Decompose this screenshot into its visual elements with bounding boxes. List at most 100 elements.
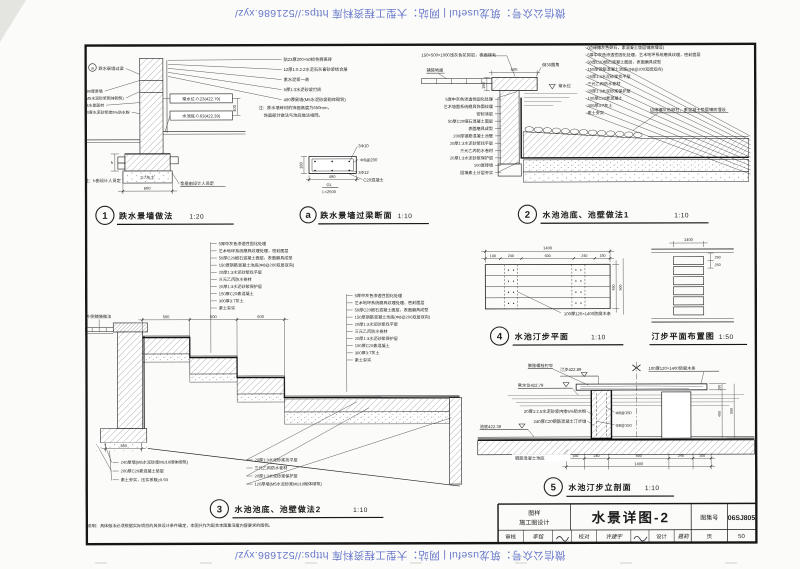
waterproof-membrane [520,97,749,159]
detail-1-scale: 1:20 [189,214,204,221]
rounded-corner-label: 倒30圆角 [542,61,559,68]
detail-4-title: 水池汀步平面 [515,331,569,341]
title-block: 图样 施工图设计 水景详图-2 图集号 06SJ805 审核 李铭 校对 许建宇… [497,502,756,543]
layer-label: 490厚景墙(M5水泥砂浆砌体砌筑) [284,96,347,103]
lintel-ref-mark: a [91,66,94,71]
layer-label: 150厚钢筋混凝土池底(Φ8@200双层双向) [219,261,295,267]
footing-width-dim: 600 [144,186,151,191]
layout-side-dim: 250 [715,263,721,267]
lintel-ref-circle [88,63,97,72]
section-dim: 240 [678,454,684,458]
detail-4-number: 4 [497,332,503,343]
layer-label: 三元乙丙防水卷材 [254,464,287,470]
layer-label: 150厚钢筋混凝土池底(Φ8@200双层双向) [355,313,431,319]
step-dim: 500 [210,314,217,319]
layer-label: 素土夯实 [219,304,235,310]
layer-label: 100厚C20素混凝土 [355,342,390,348]
rebar-top-label: 3Φ10 [358,143,369,148]
layout-total-dim: 1400 [684,237,694,242]
d2-right-layer-stack: (边缘镶灰色卵石，素混凝土垫层铺底埋设)5厚中灰色渗透性固化处理，艺术地坪系统磨… [585,44,751,175]
layer-label: 回填素土分层夯实 [460,169,493,175]
rebar-label: Φ8@150 [615,423,632,428]
review-name: 李铭 [532,534,543,541]
plan-dim: 180 [490,254,496,258]
layer-label: 20厚1:3水泥砂浆找平层 [219,269,262,275]
layer-label: 贴水景面材 [84,103,104,108]
plan-dim: 600 [545,254,551,258]
detail-3-title: 水池池底、池壁做法2 [234,504,321,514]
detail-3-stepped-pool: 外侧铺装做法 500 500 500 360 5厚中灰色渗透性固化处理艺术地坪系… [84,240,463,519]
category-line2: 施工图设计 [519,519,549,527]
layer-label: 50厚C20细石混凝土面层 [448,118,493,124]
detail-1-title: 跌水景墙做法 [119,211,173,221]
detail-2-scale: 1:10 [674,212,689,219]
layer-label: 三元乙丙防水卷材 [219,276,252,282]
layer-label: 20厚1:3水泥砂浆找平层 [254,456,297,462]
layer-label: 20厚1:3水泥砂浆保护层 [254,472,297,478]
layer-label: 5厚1:3水泥砂浆打底 [284,86,323,93]
layer-label: 100厚砖墙 [474,162,493,168]
d2-left-layer-stack: 5厚中灰色渗透性固化处理艺术墙面系统磨具饰面纹理密封涂层50厚C20细石混凝土面… [444,96,502,175]
layer-label: 20厚1:3水泥砂浆保护层 [587,87,630,93]
layer-label: (边缘镶灰色卵石，素混凝土垫层铺底埋设) [587,44,664,50]
layer-label: 20厚水泥砂浆掺5%防水粉 [85,110,130,115]
check-name: 许建宇 [606,533,624,540]
water-lines [524,93,578,106]
layout-plan-scale: 1:50 [719,334,734,341]
layer-label: 5厚中灰色渗透性固化处理 [219,240,267,246]
design-label: 设计 [656,532,667,540]
d3-layer-stack-a: 5厚中灰色渗透性固化处理艺术地坪系统磨具纹理处理，密封面层50厚C20细石混凝土… [210,240,295,311]
review-label: 审核 [505,533,516,541]
slab-label: 钢筋混凝土池底 [515,455,545,462]
detail-1-number: 1 [102,211,108,222]
pool-bottom-value: 水池底-0.63(422.39) [182,112,221,119]
detail-2-title: 水池池底、池壁做法1 [543,210,630,220]
detail-5-title: 水池汀步立剖面 [568,482,631,492]
layer-label: 12厚1:0.2:2水泥石灰膏砂浆结合层 [284,66,348,73]
layer-label: 300厚3:7灰土 [587,102,612,108]
rebar-bottom-label: 3Φ12 [358,170,369,175]
layer-label: 贴23厚200×50棕色劈离砖 [284,56,333,63]
rebar-label: Φ8@150 [615,410,632,415]
layer-label: 200厚钢筋混凝土池壁 [453,132,493,138]
layer-label: 三元乙丙防水卷材 [460,147,493,153]
page-label: 页 [707,533,713,540]
detail-2-number: 2 [525,210,530,221]
lintel-ref-label: 跌水景墙过梁 [98,65,124,72]
plan-dim: 240 [508,254,514,258]
layer-label: 50厚C20细石混凝土面层，表面磨具成型 [587,58,661,64]
scan-corner-artifact [0,0,26,42]
detail-5-stepping-stone-section: 膨胀螺栓钉牢 汀步422.89 100厚120×1400防腐木条 常水位422.… [477,361,757,497]
atlas-number: 06SJ805 [728,515,756,522]
layer-label: 120厚墙(M5水泥砂浆MU10砌体砌筑) [254,480,322,486]
plan-side-dim: 480 [612,284,616,290]
step-dim: 500 [163,314,170,319]
section-dim: 180 [572,454,578,458]
detail-a-lintel-section: 3Φ10 Φ6@200 3Φ12 C20混凝土 180 490 GL L<250… [298,143,429,225]
sheet-footnote: 说明：具体做法必须根据实际项目的具体设计条件确定，本图只作为配合本图集深度内容要… [88,522,273,528]
watermark-bottom: 微信公众号：筑龙useful | 网站：大型工程资料库 https://5216… [234,549,566,561]
side-dim: 500 [730,408,734,414]
side-dim: 100 [718,385,722,391]
lintel-height-dim: 180 [298,161,303,168]
layer-label: 300厚3:7灰土 [219,297,244,303]
detail-5-number: 5 [551,482,557,493]
detail-3-scale: 1:10 [353,507,368,514]
detail-a-scale: 1:10 [398,213,413,220]
layer-label: 艺术地坪系统磨具纹理处理，密封面层 [355,299,425,305]
category-line1: 图样 [528,509,540,517]
centerline-mark [632,364,641,372]
layer-label: 20厚1:3水泥砂浆找平层 [587,73,630,79]
detail-4-scale: 1:10 [591,334,606,341]
signature-mark [556,536,569,542]
design-name: 聂莉 [678,533,690,540]
bottom-level-label: 池底422.39 [480,423,502,430]
h-dim: h [111,160,113,165]
detail-a-title: 跌水景墙过梁断面 [320,210,392,220]
detail-1-waterfall-wall: a 跌水景墙过梁 490厚景墙(M5水泥砂浆砌体砌筑) 贴水景面材 20厚水泥砂浆掺… [84,56,348,225]
bedding-note: 垫层由设计人员定 [180,180,215,187]
water-level-box [169,93,233,104]
